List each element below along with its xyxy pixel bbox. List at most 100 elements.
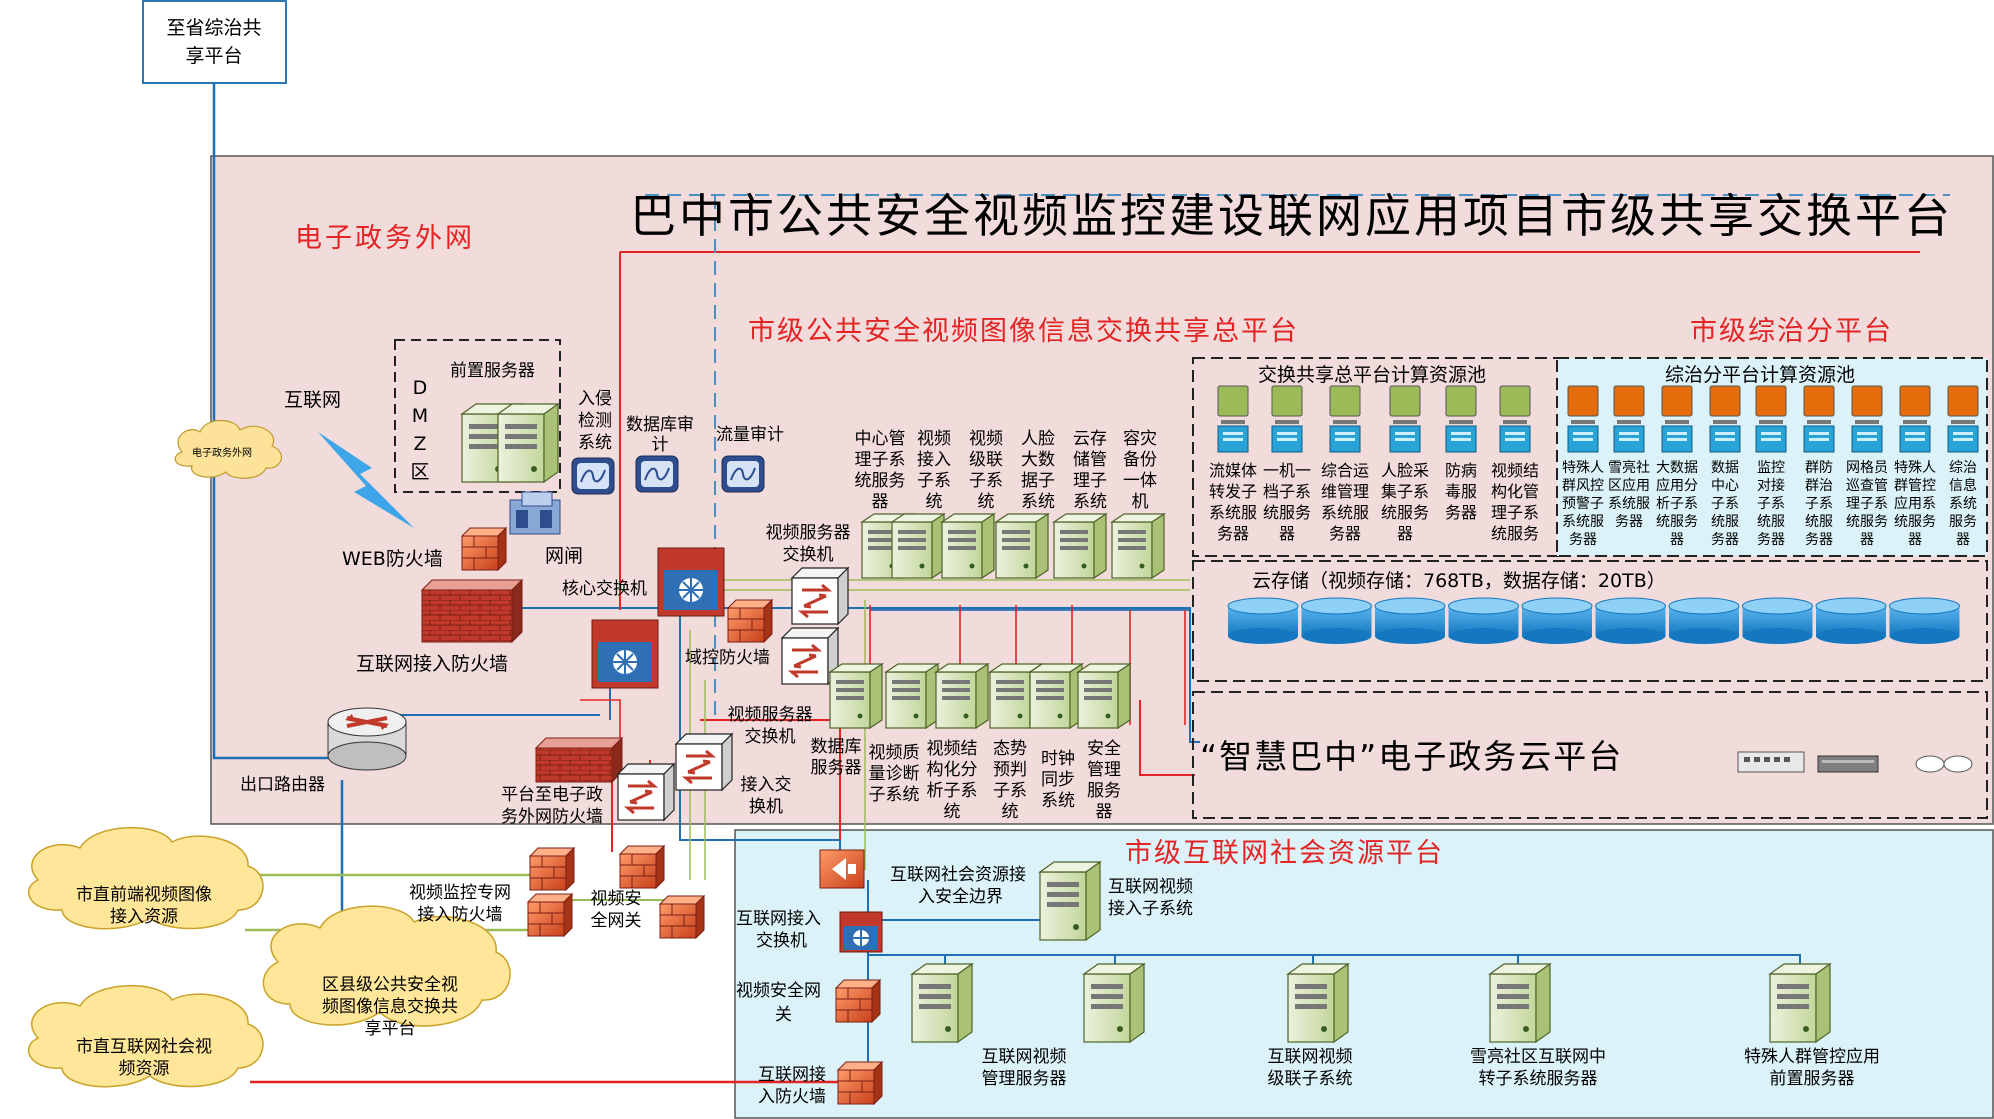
top-server-2-line3: 子系 [917,471,951,491]
internet-server-icon-5 [1769,963,1831,1043]
top-server-3-line1: 视频 [969,429,1003,449]
provincial-line1: 至省综治共 [166,17,261,39]
internet-server-icon-1 [911,963,973,1043]
top-server-1-line1: 中心管 [855,429,906,449]
exchange-pool-item-2-line1: 一机一 [1263,461,1311,480]
top-server-4-line1: 人脸 [1021,429,1055,449]
video-server-switch-top-icon [790,566,850,626]
top-server-5-line1: 云存 [1073,429,1107,449]
exchange-pool-item-3-line4: 务器 [1329,524,1361,543]
storage-cylinder-6 [1595,597,1666,645]
cloud-district [262,905,511,1027]
internet-server-4-line1: 特殊人群管控应用 [1744,1047,1880,1067]
bottom-server-5-line2: 同步 [1041,770,1075,790]
dmz-letter-z: Z [413,433,426,455]
governance-pool-item-9-line2: 信息 [1949,477,1977,494]
top-server-icon-3 [941,513,995,579]
governance-pool-item-8-line3: 应用系 [1894,495,1936,512]
top-server-2-line1: 视频 [917,429,951,449]
cloud-internet-social-line2: 频资源 [119,1059,170,1079]
cloud-district-line3: 享平台 [365,1019,416,1039]
governance-pool-item-3-line1: 大数据 [1656,460,1698,476]
traffic-audit-label: 流量审计 [716,425,784,445]
governance-pool-item-7-line5: 器 [1860,532,1874,548]
internet-server-2-line2: 级联子系统 [1268,1069,1353,1089]
governance-pool-item-7-line4: 统服务 [1846,514,1888,530]
platform-firewall-icon [534,736,624,784]
provincial-line2: 享平台 [185,45,242,67]
intrusion-line2: 检测 [578,411,612,431]
top-server-row: 中心管理子系统服务器视频接入子系统视频级联子系统人脸大数据子系统云存储管理子系统… [855,429,1165,579]
governance-pool-item-9-line3: 系统 [1949,496,1977,512]
governance-pool-item-4-line5: 务器 [1711,532,1739,548]
governance-pool-item-5-line2: 对接 [1757,477,1785,494]
internet-server-2-line1: 互联网视频 [1268,1047,1353,1067]
governance-pool-item-7-line2: 巡查管 [1846,478,1888,494]
db-audit-line2: 计 [652,435,669,455]
core-switch-icon [591,547,725,689]
internet-server-row: 互联网视频管理服务器互联网视频级联子系统雪亮社区互联网中转子系统服务器特殊人群管… [911,963,1880,1089]
smart-bazhong-box [1192,691,1988,819]
storage-cylinder-4 [1448,597,1519,645]
internet-access-firewall-bottom-line1: 互联网接 [758,1065,826,1085]
internet-video-access-server [1039,861,1101,941]
governance-pool-item-1-line4: 系统服 [1562,514,1604,530]
access-switch-icon-1 [616,762,676,822]
governance-pool-item-9-line5: 器 [1956,532,1970,548]
video-server-switch-top-line1: 视频服务器 [766,523,851,543]
top-server-1-line3: 统服务 [855,471,906,491]
bottom-server-3-line3: 析子系 [927,781,978,801]
internet-access-switch-line2: 交换机 [756,931,807,951]
bottom-server-icon-6 [1077,663,1131,729]
exchange-pool-item-5-line2: 毒服 [1445,482,1477,501]
governance-pool-items: 特殊人群风控预警子系统服务器雪亮社区应用系统服务器大数据应用分析子系统服务器数据… [1562,385,1979,548]
governance-pool-item-7-line1: 网格员 [1846,460,1888,476]
video-monitor-firewall-icon-1 [529,847,575,891]
top-server-icon-2 [891,513,945,579]
dmz-letter-qu: 区 [410,461,429,483]
bottom-server-icon-5 [1029,663,1083,729]
governance-pool-item-6-line5: 务器 [1805,532,1833,548]
exchange-pool-item-2-line2: 档子系 [1263,482,1311,501]
exchange-pool-item-4-line3: 统服务 [1381,503,1429,522]
exchange-pool-item-2-line3: 统服务 [1263,503,1311,522]
storage-cylinder-8 [1742,597,1813,645]
governance-pool-item-2-line2: 区应用 [1608,477,1650,494]
governance-pool-item-9-line4: 服务 [1949,514,1977,530]
bottom-server-icon-1 [829,663,883,729]
governance-pool-item-6-line3: 子系 [1805,496,1833,512]
bottom-server-row: 数据库服务器视频质量诊断子系统视频结构化分析子系统态势预判子系统时钟同步系统安全… [811,663,1131,822]
governance-pool-item-1-line1: 特殊人 [1562,460,1604,476]
internet-access-firewall-label: 互联网接入防火墙 [356,653,508,675]
bottom-server-6-line4: 器 [1096,802,1113,822]
bottom-server-3-line2: 构化分 [927,760,978,780]
bottom-server-4-line4: 统 [1002,802,1019,822]
exchange-pool-item-6-line4: 统服务 [1491,524,1539,543]
internet-boundary-line2: 入安全边界 [918,887,1003,907]
exchange-pool-item-3-line2: 维管理 [1321,482,1369,501]
top-server-icon-6 [1111,513,1165,579]
access-switch-line1: 接入交 [741,775,792,795]
governance-pool-item-6-line4: 统服 [1805,514,1833,530]
dmz-letter-d: D [413,377,428,399]
video-monitor-firewall-line2: 接入防火墙 [418,905,503,925]
governance-pool-item-4-line1: 数据 [1711,460,1739,476]
cloud-internet-social-line1: 市直互联网社会视 [76,1037,212,1057]
internet-server-icon-2 [1083,963,1145,1043]
video-monitor-firewall-line1: 视频监控专网 [409,883,511,903]
internet-video-access-line2: 接入子系统 [1108,899,1193,919]
internet-boundary-icon [819,849,865,889]
bottom-server-6-line3: 服务 [1087,781,1121,801]
internet-label: 互联网 [284,389,341,411]
bottom-server-4-line1: 态势 [993,739,1027,759]
bottom-server-3-line4: 统 [944,802,961,822]
exit-router-icon [327,707,407,771]
video-security-gateway-right-line2: 关 [775,1005,792,1025]
top-server-6-line1: 容灾 [1123,429,1157,449]
video-server-switch-bottom-line2: 交换机 [745,727,796,747]
internet-access-switch-icon [839,911,883,953]
exchange-pool-item-3-line1: 综合运 [1321,461,1369,480]
intrusion-line1: 入侵 [578,389,612,409]
front-server-icon-2 [497,403,559,483]
governance-pool-item-2-line3: 系统服 [1608,496,1650,512]
